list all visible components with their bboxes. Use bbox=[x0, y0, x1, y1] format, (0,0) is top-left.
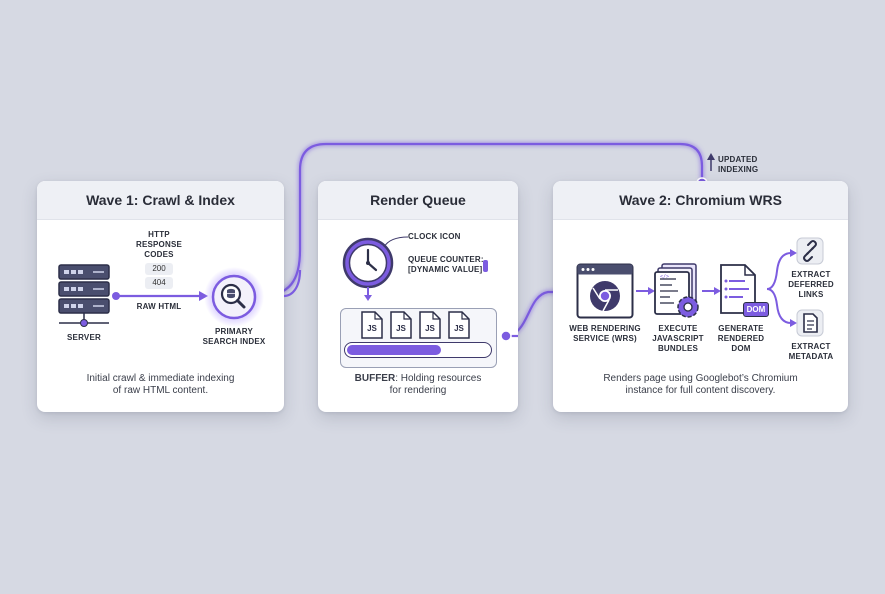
clock-icon bbox=[342, 237, 394, 301]
buffer-progress-bar bbox=[344, 342, 492, 358]
chrome-browser-icon bbox=[576, 263, 634, 319]
wave1-title: Wave 1: Crawl & Index bbox=[37, 181, 284, 220]
link-icon bbox=[796, 237, 824, 265]
extract-links-label: EXTRACT DEFERRED LINKS bbox=[788, 270, 834, 299]
js-file-label: JS bbox=[396, 324, 406, 333]
server-rack-icon bbox=[58, 264, 110, 327]
render-queue-title: Render Queue bbox=[318, 181, 518, 220]
dom-badge: DOM bbox=[743, 302, 769, 317]
primary-search-index-label: PRIMARY SEARCH INDEX bbox=[202, 327, 266, 346]
index-exit-connector bbox=[283, 269, 302, 298]
buffer-progress-fill bbox=[347, 345, 441, 355]
raw-html-label: RAW HTML bbox=[136, 302, 182, 311]
clock-label-pointer bbox=[383, 236, 409, 248]
wrs-label: WEB RENDERING SERVICE (WRS) bbox=[569, 324, 641, 343]
wave1-panel: Wave 1: Crawl & Index SERVER HTTP RESPON… bbox=[37, 181, 284, 412]
wave2-panel: Wave 2: Chromium WRS WEB RENDERING SERVI… bbox=[553, 181, 848, 412]
clock-icon-label: CLOCK ICON bbox=[408, 232, 461, 241]
document-icon bbox=[796, 309, 824, 337]
wave2-title: Wave 2: Chromium WRS bbox=[553, 181, 848, 220]
caption-buffer-line2: for rendering bbox=[389, 385, 447, 396]
status-code-chip: 404 bbox=[145, 277, 173, 289]
wave1-caption: Initial crawl & immediate indexing of ra… bbox=[86, 373, 235, 396]
caption-buffer-rest: : Holding resources bbox=[395, 373, 482, 384]
http-codes-label: HTTP RESPONSE CODES bbox=[135, 230, 183, 259]
dom-document-icon bbox=[720, 264, 756, 314]
execute-to-dom-arrow bbox=[702, 287, 721, 295]
svg-text:</>: </> bbox=[660, 274, 669, 280]
updated-indexing-label: UPDATED INDEXING bbox=[718, 155, 759, 174]
wrs-to-execute-arrow bbox=[636, 287, 655, 295]
queue-counter-label: QUEUE COUNTER: [DYNAMIC VALUE] bbox=[408, 255, 484, 274]
raw-html-arrow bbox=[112, 291, 208, 301]
extract-metadata-label: EXTRACT METADATA bbox=[788, 342, 834, 361]
render-queue-caption: BUFFER: Holding resources for rendering bbox=[318, 373, 518, 397]
js-file-label: JS bbox=[367, 324, 377, 333]
js-file-row: JS JS JS JS bbox=[361, 311, 481, 341]
generate-dom-label: GENERATE RENDERED DOM bbox=[717, 324, 765, 353]
wave2-caption: Renders page using Googlebot’s Chromium … bbox=[603, 373, 798, 396]
caption-buffer-bold: BUFFER bbox=[354, 373, 396, 384]
code-gear-icon: </> bbox=[654, 263, 699, 318]
render-queue-panel: Render Queue CLOCK ICON QUEUE COUNTER: [… bbox=[318, 181, 518, 412]
server-label: SERVER bbox=[67, 333, 101, 342]
branch-arrows bbox=[766, 249, 797, 327]
js-file-icon: JS bbox=[390, 311, 412, 339]
database-search-icon bbox=[204, 267, 264, 327]
js-file-icon: JS bbox=[419, 311, 441, 339]
js-file-icon: JS bbox=[448, 311, 470, 339]
queue-counter-indicator bbox=[483, 260, 488, 272]
js-file-label: JS bbox=[454, 324, 464, 333]
js-file-icon: JS bbox=[361, 311, 383, 339]
execute-js-label: EXECUTE JAVASCRIPT BUNDLES bbox=[652, 324, 704, 353]
js-file-label: JS bbox=[425, 324, 435, 333]
updated-indexing-arrow-head bbox=[707, 153, 715, 160]
status-code-chip: 200 bbox=[145, 263, 173, 275]
